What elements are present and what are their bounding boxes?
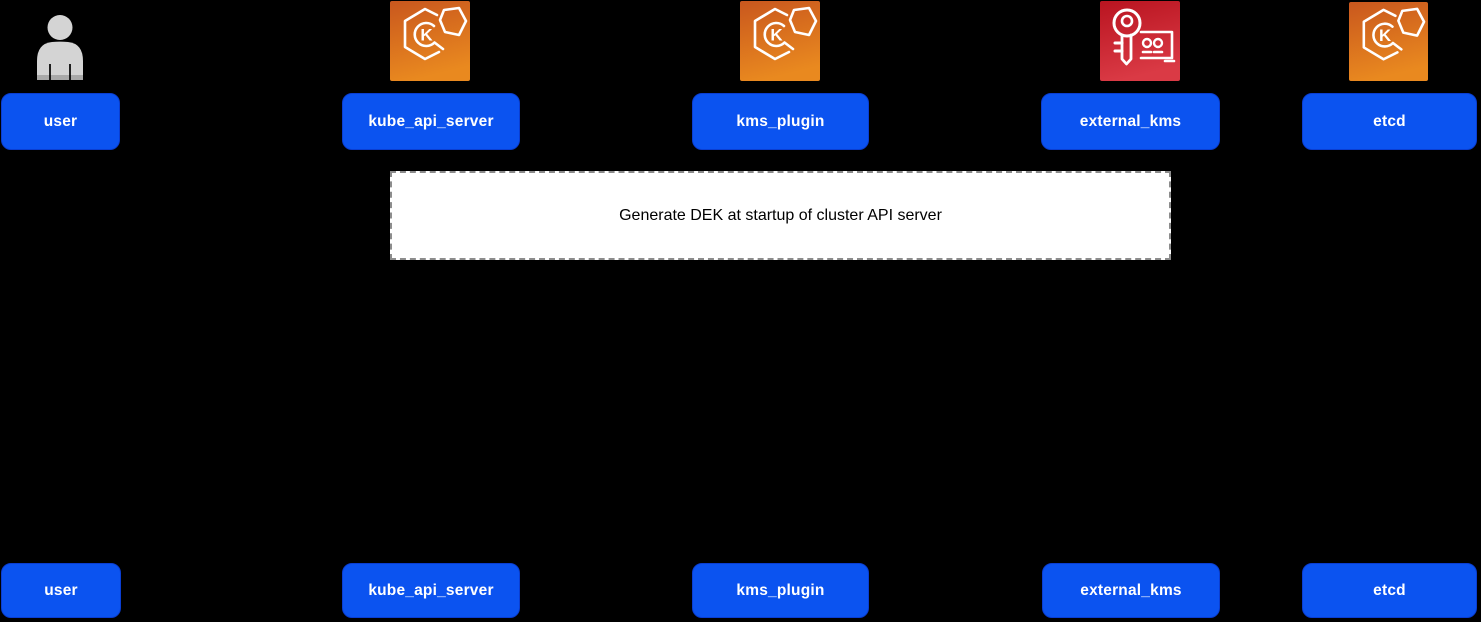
actor-box-user-bottom: user	[1, 563, 121, 618]
actor-label: kms_plugin	[736, 581, 825, 599]
actor-box-etcd-bottom: etcd	[1302, 563, 1477, 618]
actor-box-kms-plugin-top: kms_plugin	[692, 93, 869, 150]
actor-label: external_kms	[1080, 581, 1182, 599]
person-icon	[36, 14, 84, 80]
actor-label: etcd	[1373, 581, 1406, 599]
kms-key-icon	[1100, 1, 1180, 81]
actor-box-kube-api-server-top: kube_api_server	[342, 93, 520, 150]
note-box: Generate DEK at startup of cluster API s…	[390, 171, 1171, 260]
actor-box-kube-api-server-bottom: kube_api_server	[342, 563, 520, 618]
actor-box-external-kms-bottom: external_kms	[1042, 563, 1220, 618]
actor-label: kms_plugin	[736, 112, 825, 130]
kubernetes-hexagon-icon	[1349, 2, 1428, 81]
actor-label: external_kms	[1079, 112, 1182, 130]
actor-label: user	[44, 581, 78, 599]
actor-label: user	[43, 112, 78, 130]
actor-label: kube_api_server	[368, 112, 494, 130]
actor-box-etcd-top: etcd	[1302, 93, 1477, 150]
actor-box-user-top: user	[1, 93, 120, 150]
actor-label: etcd	[1373, 112, 1406, 130]
actor-label: kube_api_server	[368, 581, 494, 599]
actor-box-external-kms-top: external_kms	[1041, 93, 1220, 150]
actor-box-kms-plugin-bottom: kms_plugin	[692, 563, 869, 618]
kubernetes-hexagon-icon	[740, 1, 820, 81]
kubernetes-hexagon-icon	[390, 1, 470, 81]
note-text: Generate DEK at startup of cluster API s…	[619, 206, 942, 224]
